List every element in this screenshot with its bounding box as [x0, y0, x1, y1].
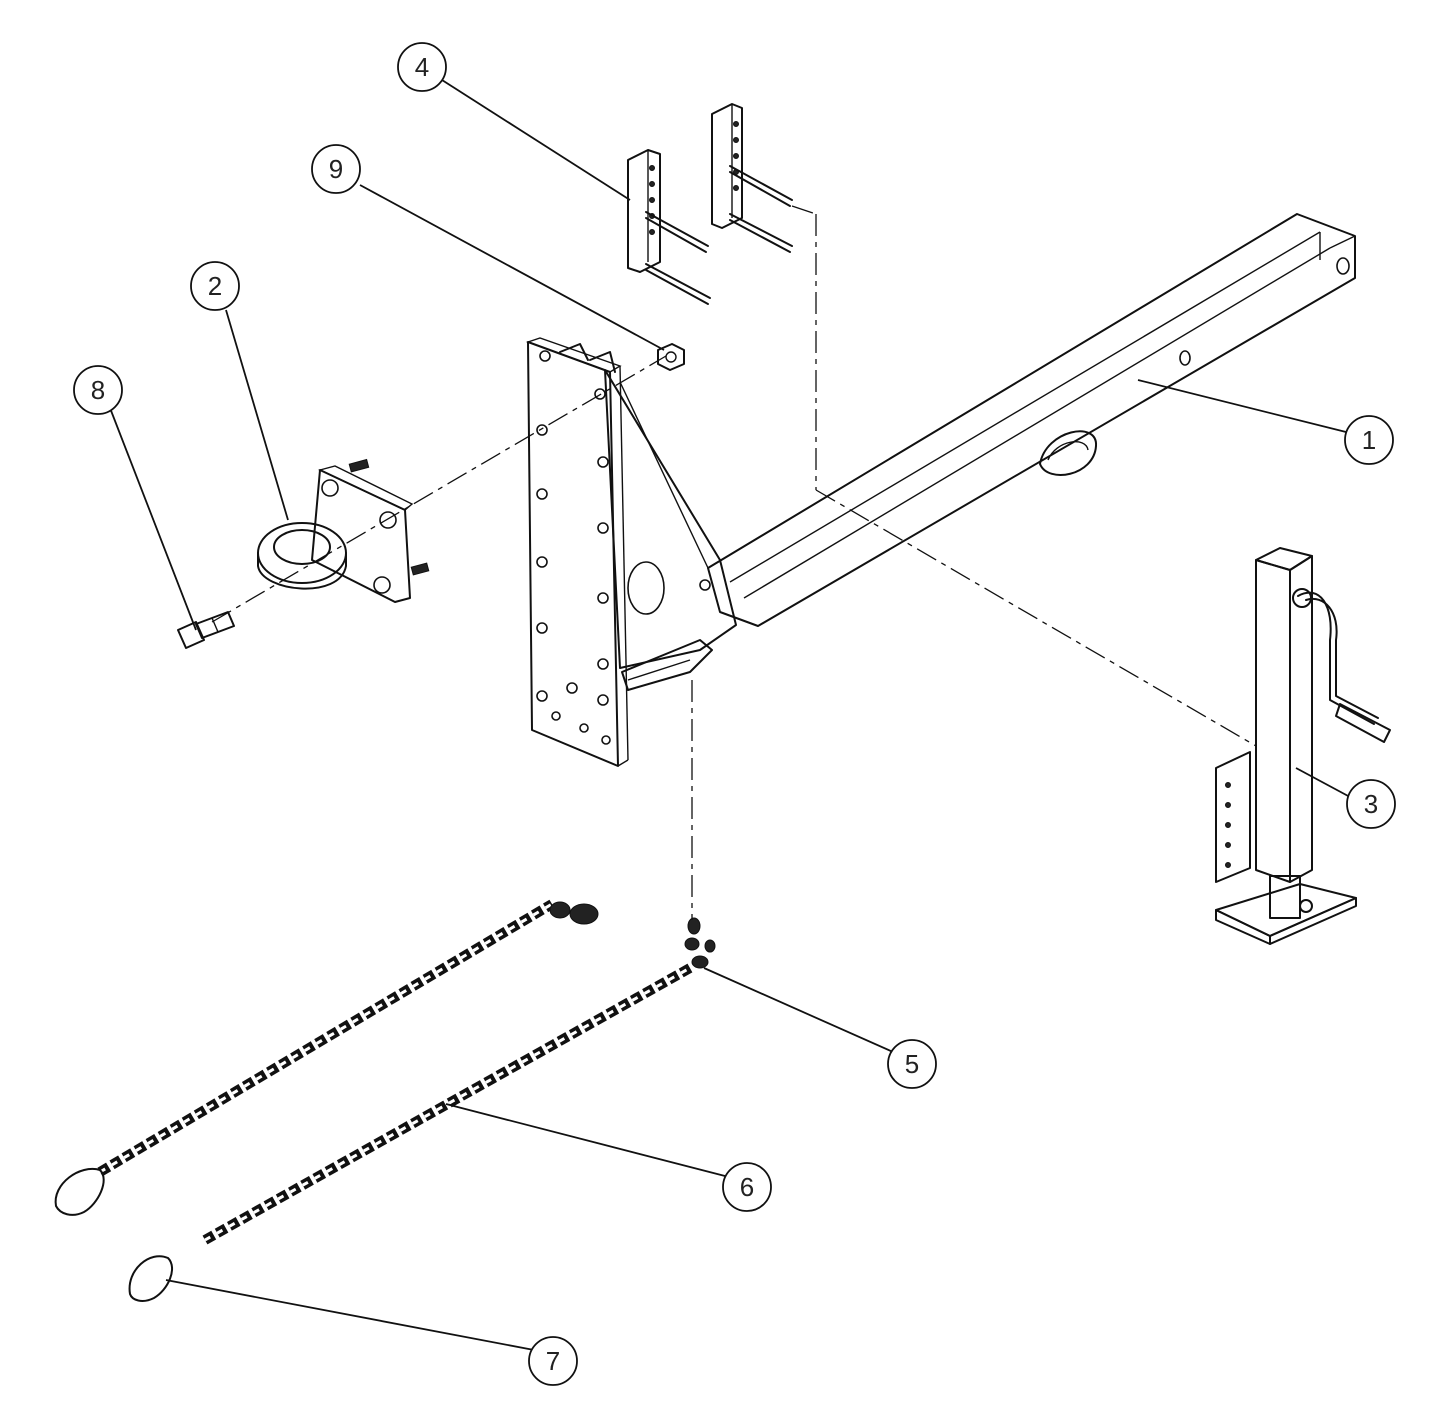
balloon-7: 7: [528, 1336, 578, 1386]
safety-chain: [97, 899, 693, 1245]
nut: [657, 343, 685, 371]
balloon-1: 1: [1344, 415, 1394, 465]
balloon-5: 5: [887, 1039, 937, 1089]
channel-bracket: [627, 103, 793, 305]
tongue-tube: [604, 213, 1356, 691]
balloon-3-label: 3: [1364, 789, 1378, 819]
balloon-4: 4: [397, 42, 447, 92]
balloon-8-label: 8: [91, 375, 105, 405]
mounting-plate: [525, 337, 629, 767]
balloon-1-label: 1: [1362, 425, 1376, 455]
shackle: [684, 917, 716, 969]
pintle-eye: [257, 458, 430, 603]
balloon-8: 8: [73, 365, 123, 415]
leader-lines: [109, 79, 1351, 1351]
balloon-2: 2: [190, 261, 240, 311]
balloon-4-label: 4: [415, 52, 429, 82]
hook: [54, 1167, 173, 1302]
jack: [1215, 547, 1391, 945]
balloon-2-label: 2: [208, 271, 222, 301]
balloon-7-label: 7: [546, 1346, 560, 1376]
assembly-lines: [211, 205, 1257, 920]
balloon-6: 6: [722, 1162, 772, 1212]
balloon-5-label: 5: [905, 1049, 919, 1079]
bolt: [177, 611, 235, 649]
balloon-6-label: 6: [740, 1172, 754, 1202]
balloon-9-label: 9: [329, 154, 343, 184]
balloon-3: 3: [1346, 779, 1396, 829]
balloon-9: 9: [311, 144, 361, 194]
